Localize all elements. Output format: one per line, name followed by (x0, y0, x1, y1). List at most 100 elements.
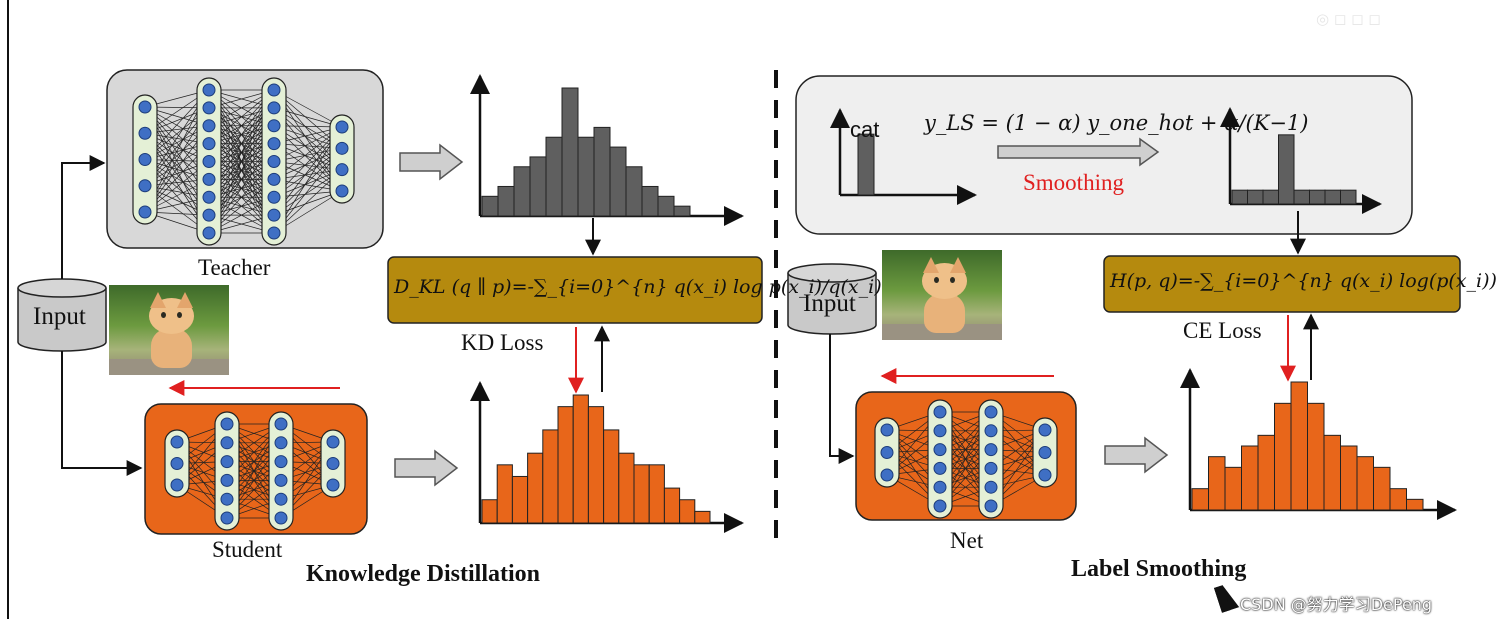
kitten-image-left (109, 285, 229, 375)
student-hist-bar (527, 452, 544, 524)
smoothed-hist-bar (1309, 189, 1326, 205)
teacher-hist-bar (529, 156, 547, 217)
teacher-net-node (267, 226, 281, 240)
teacher-net-node (267, 119, 281, 133)
kd-loss-label: KD Loss (461, 330, 544, 355)
ce-loss-formula-box (1103, 255, 1461, 313)
kitten-image-right (882, 250, 1002, 340)
teacher-hist-bar (545, 136, 563, 217)
net-hist-bar (1241, 445, 1259, 511)
knowledge-distillation-title: Knowledge Distillation (306, 561, 541, 587)
net-net-node (880, 468, 894, 482)
net-hist-bar (1406, 498, 1424, 511)
student-hist-bar (633, 464, 650, 524)
student-net-node (274, 492, 288, 506)
student-hist-bar (663, 487, 681, 524)
input-cylinder-right (787, 263, 877, 335)
net-hist-bar (1257, 434, 1275, 511)
teacher-net-node (267, 172, 281, 186)
teacher-net-node (202, 119, 216, 133)
csdn-watermark: CSDN @努力学习DePeng (1240, 595, 1433, 614)
student-net-node (220, 455, 234, 469)
teacher-net-node (138, 126, 152, 140)
faint-watermark-top: ◎ ◻ ◻ ◻ (1316, 10, 1381, 28)
teacher-network (132, 77, 355, 246)
smoothed-hist-bar (1278, 134, 1295, 205)
net-network-box (855, 391, 1077, 521)
net-hist-bar (1356, 456, 1374, 511)
smoothed-hist-bar (1324, 189, 1341, 205)
student-output-arrow (394, 449, 459, 487)
student-network (164, 411, 346, 531)
student-hist-bar (511, 475, 529, 524)
student-net-node (274, 473, 288, 487)
net-hist-bar (1307, 402, 1325, 511)
student-hist-bar (587, 406, 605, 524)
smoothing-label: Smoothing (1023, 170, 1124, 195)
teacher-hist-bar (657, 195, 675, 217)
teacher-net-node (202, 101, 216, 115)
teacher-output-arrow (399, 143, 464, 181)
student-net-node (274, 511, 288, 525)
teacher-hist-bar (673, 205, 691, 217)
teacher-net-node (267, 101, 281, 115)
net-net-node (984, 499, 998, 513)
teacher-label: Teacher (198, 255, 271, 280)
teacher-net-node (335, 141, 349, 155)
student-net-node (220, 473, 234, 487)
student-net-node (326, 435, 340, 449)
onehot-hist-bar (857, 133, 875, 196)
student-hist-bar (648, 464, 665, 524)
input-to-net-arrow (829, 334, 855, 464)
teacher-net-node (202, 190, 216, 204)
kd-formula-text: D_KL (q ∥ p)=-∑_{i=0}^{n} q(x_i) log p(x… (394, 276, 882, 298)
teacher-net-node (202, 83, 216, 97)
smoothed-hist-bar (1340, 189, 1357, 205)
student-hist-bar (557, 406, 574, 524)
student-hist-bar (603, 429, 620, 524)
teacher-net-node (138, 153, 152, 166)
input-cylinder-left (17, 278, 107, 352)
teacher-hist-bar (641, 185, 659, 217)
net-net-node (984, 461, 998, 475)
teacher-net-node (335, 184, 349, 198)
teacher-hist-bar (577, 136, 595, 217)
student-net-node (170, 435, 184, 449)
ce-loss-label: CE Loss (1183, 318, 1262, 343)
net-net-node (1038, 468, 1052, 482)
net-net-node (933, 480, 947, 494)
one-hot-label-histogram (830, 108, 977, 205)
net-hist-bar (1191, 488, 1209, 511)
label-smoothing-title: Label Smoothing (1071, 556, 1247, 582)
net-net-node (933, 461, 947, 475)
teacher-net-node (138, 100, 152, 114)
student-hist-bar (679, 499, 696, 524)
teacher-hist-bar (497, 185, 515, 217)
smoothed-hist-bar (1293, 189, 1310, 205)
net-hist-bar (1208, 456, 1226, 511)
student-net-node (274, 455, 288, 469)
net-label: Net (950, 528, 984, 553)
kd-loss-formula-box (387, 256, 763, 324)
smoothed-hist-bar (1231, 189, 1248, 205)
ce-formula: H(p, q)=-∑_{i=0}^{n} q(x_i) log(p(x_i)) (1110, 270, 1497, 292)
student-hist-bar (694, 510, 711, 524)
student-label: Student (212, 537, 283, 562)
smoothed-label-histogram (1220, 107, 1382, 214)
student-net-node (220, 417, 234, 431)
net-net-node (984, 443, 998, 457)
teacher-hist-bar (561, 87, 579, 217)
net-net-node (984, 480, 998, 494)
teacher-net-node (267, 155, 281, 168)
net-net-node (1038, 446, 1052, 459)
teacher-net-node (267, 83, 281, 97)
teacher-net-node (202, 155, 216, 168)
net-hist-bar (1274, 402, 1292, 511)
net-hist-bar (1224, 466, 1242, 511)
net-hist-bar (1323, 434, 1341, 511)
net-net-node (933, 443, 947, 457)
cat-label: cat (850, 117, 880, 142)
student-net-node (274, 417, 288, 431)
net-network (874, 399, 1058, 519)
